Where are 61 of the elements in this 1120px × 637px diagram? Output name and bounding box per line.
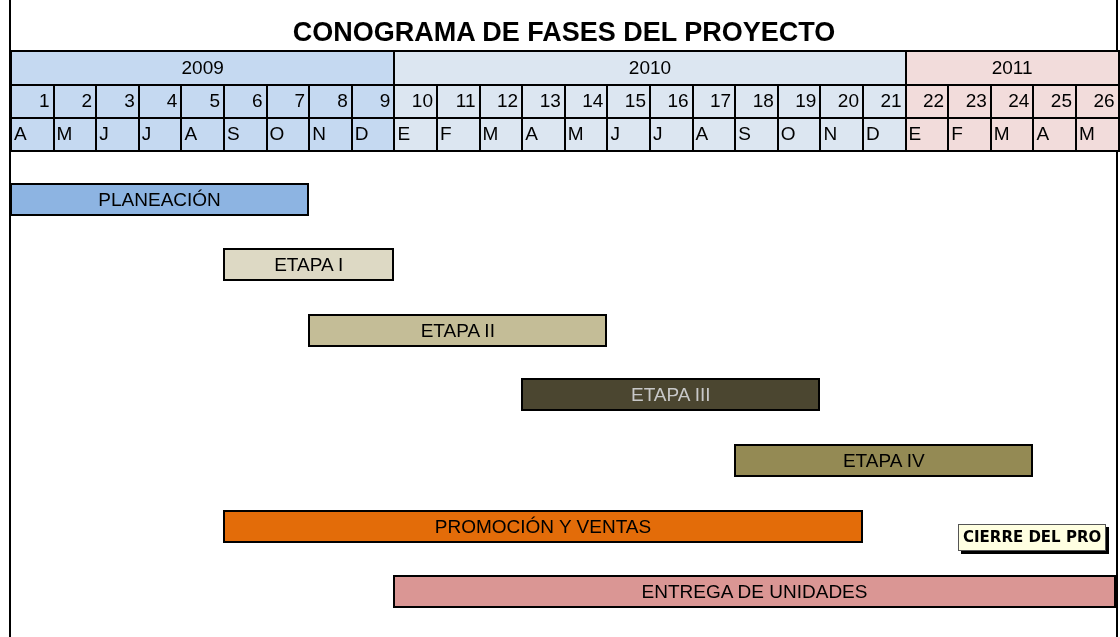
month-letter: O: [776, 117, 822, 152]
column-number: 21: [862, 84, 907, 119]
column-number: 10: [393, 84, 438, 119]
month-letter: J: [95, 117, 140, 152]
column-number: 8: [308, 84, 353, 119]
month-letter: A: [691, 117, 737, 152]
month-letter: E: [393, 117, 438, 152]
bar-label: ETAPA II: [420, 319, 495, 342]
month-letter: O: [265, 117, 311, 152]
phase-bar: [734, 444, 1034, 477]
column-number: 13: [521, 84, 566, 119]
column-number: 25: [1032, 84, 1077, 119]
month-letter: J: [649, 117, 694, 152]
year-header: 2010: [393, 50, 907, 86]
phase-bar: [223, 248, 395, 281]
year-header: 2009: [10, 50, 396, 86]
column-number: 16: [649, 84, 694, 119]
month-letter: M: [52, 117, 98, 152]
column-number: 23: [947, 84, 992, 119]
column-number: 20: [819, 84, 864, 119]
month-letter: M: [563, 117, 609, 152]
month-letter: J: [137, 117, 183, 152]
phase-bar: [10, 183, 310, 216]
month-letter: N: [819, 117, 864, 152]
column-number: 18: [734, 84, 779, 119]
phase-bar: [223, 510, 863, 543]
bar-label: ETAPA I: [274, 253, 344, 276]
bar-label: PROMOCIÓN Y VENTAS: [434, 515, 652, 538]
chart-title: CONOGRAMA DE FASES DEL PROYECTO: [291, 16, 837, 49]
column-number: 15: [606, 84, 651, 119]
month-letter: A: [10, 117, 55, 152]
month-letter: M: [989, 117, 1035, 152]
month-letter: N: [308, 117, 353, 152]
month-letter: S: [734, 117, 779, 152]
month-letter: E: [904, 117, 950, 152]
month-letter: M: [478, 117, 524, 152]
month-letter: A: [180, 117, 225, 152]
month-letter: A: [1032, 117, 1077, 152]
column-number: 5: [180, 84, 225, 119]
column-number: 3: [95, 84, 140, 119]
month-letter: A: [521, 117, 566, 152]
bar-label: ETAPA IV: [842, 449, 925, 472]
month-letter: J: [606, 117, 651, 152]
tooltip-note: CIERRE DEL PRO: [958, 524, 1107, 551]
phase-bar: [308, 314, 608, 347]
month-letter: D: [862, 117, 907, 152]
bar-label: ETAPA III: [631, 383, 711, 406]
bar-label: ENTREGA DE UNIDADES: [641, 580, 868, 603]
year-header: 2011: [904, 50, 1120, 86]
month-letter: F: [947, 117, 992, 152]
column-number: 1: [10, 84, 55, 119]
month-letter: F: [436, 117, 481, 152]
month-letter: M: [1075, 117, 1120, 152]
month-letter: S: [223, 117, 268, 152]
column-number: 26: [1075, 84, 1120, 119]
phase-bar: [393, 575, 1116, 608]
column-number: 11: [436, 84, 481, 119]
bar-label: PLANEACIÓN: [98, 188, 221, 211]
month-letter: D: [350, 117, 396, 152]
phase-bar: [521, 378, 821, 411]
column-number: 6: [223, 84, 268, 119]
